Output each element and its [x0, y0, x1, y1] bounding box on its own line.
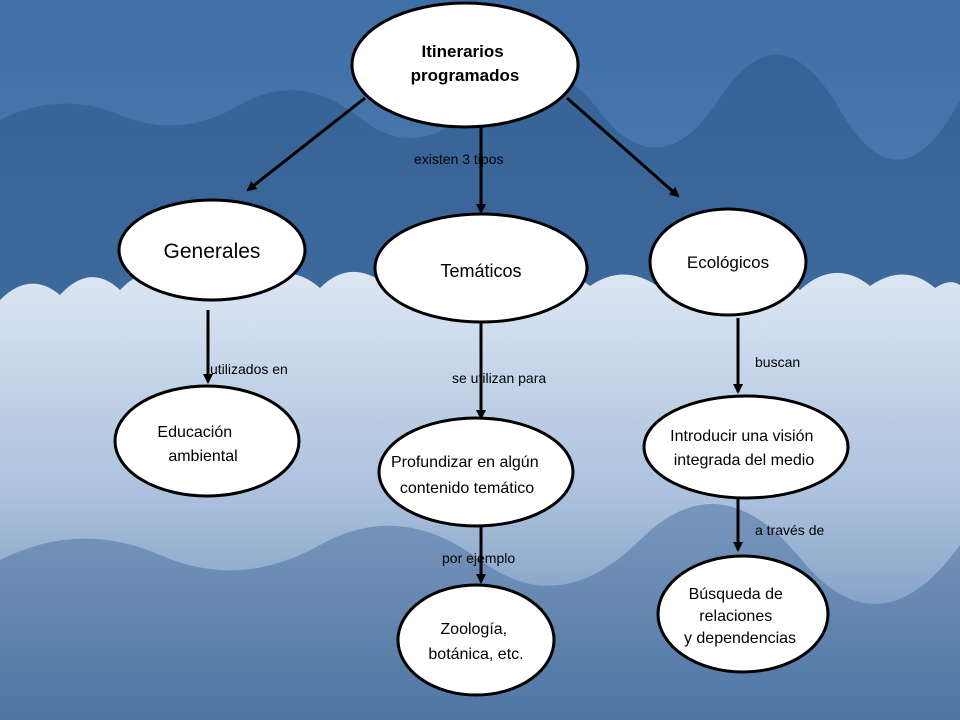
svg-text:Temáticos: Temáticos — [440, 261, 521, 281]
edge-root-ecologicos — [566, 96, 680, 198]
svg-text:Zoología, botánica, et: Zoología, botánica, etc. — [428, 621, 523, 663]
edge-label-por-ejemplo: por ejemplo — [442, 550, 515, 566]
edge-label-utilizados: utilizados en — [210, 361, 288, 377]
svg-text:Ecológicos: Ecológicos — [687, 253, 769, 272]
node-introducir: Introducir una visión integrada del medi… — [642, 394, 850, 500]
edge-label-se-utilizan: se utilizan para — [452, 370, 546, 386]
node-profundizar: Profundizar en algún contenido temático — [377, 416, 575, 528]
node-generales-line-1: Generales — [164, 240, 261, 263]
svg-text:Educación ambiental: Educación ambiental — [157, 424, 237, 465]
edge-label-existen: existen 3 tipos — [414, 151, 504, 167]
node-profundizar-line-2: contenido temático — [400, 480, 534, 497]
node-profundizar-line-1: Profundizar en algún — [391, 454, 539, 471]
node-ecologicos-line-1: Ecológicos — [687, 253, 769, 272]
node-root: Itinerarios programados — [350, 1, 580, 129]
node-busqueda-line-2: relaciones — [699, 608, 772, 625]
node-educacion: Educación ambiental — [113, 384, 301, 498]
node-zoologia-line-1: Zoología, — [440, 621, 507, 638]
svg-text:Itinerarios programado: Itinerarios programados — [411, 42, 520, 85]
node-tematicos-line-1: Temáticos — [440, 261, 521, 281]
node-tematicos: Temáticos — [373, 212, 589, 324]
edge-root-generales — [246, 96, 366, 192]
node-introducir-line-1: Introducir una visión — [670, 428, 813, 445]
node-root-line-2: programados — [411, 66, 520, 85]
node-educacion-line-2: ambiental — [168, 448, 237, 465]
svg-text:Introducir una visión: Introducir una visión integrada del medi… — [670, 428, 818, 469]
node-busqueda-line-1: Búsqueda de — [689, 586, 783, 603]
node-zoologia: Zoología, botánica, etc. — [396, 583, 556, 697]
node-zoologia-line-2: botánica, etc. — [428, 646, 523, 663]
node-ecologicos: Ecológicos — [648, 207, 808, 317]
edges — [203, 96, 743, 584]
svg-text:Generales: Generales — [164, 240, 261, 263]
node-generales: Generales — [117, 198, 307, 302]
nodes: Itinerarios programados Generales Temáti… — [113, 1, 850, 697]
node-busqueda-line-3: y dependencias — [684, 630, 796, 647]
node-educacion-line-1: Educación — [157, 424, 232, 441]
svg-text:Profundizar en algún c: Profundizar en algún contenido temático — [391, 454, 543, 497]
edge-labels: existen 3 tipos utilizados en se utiliza… — [210, 151, 824, 566]
node-busqueda: Búsqueda de relaciones y dependencias — [656, 554, 830, 674]
edge-label-a-traves: a través de — [755, 522, 824, 538]
edge-label-buscan: buscan — [755, 354, 800, 370]
node-root-line-1: Itinerarios — [422, 42, 504, 61]
svg-text:Búsqueda de relaciones: Búsqueda de relaciones y dependencias — [684, 586, 796, 647]
node-introducir-line-2: integrada del medio — [674, 452, 815, 469]
